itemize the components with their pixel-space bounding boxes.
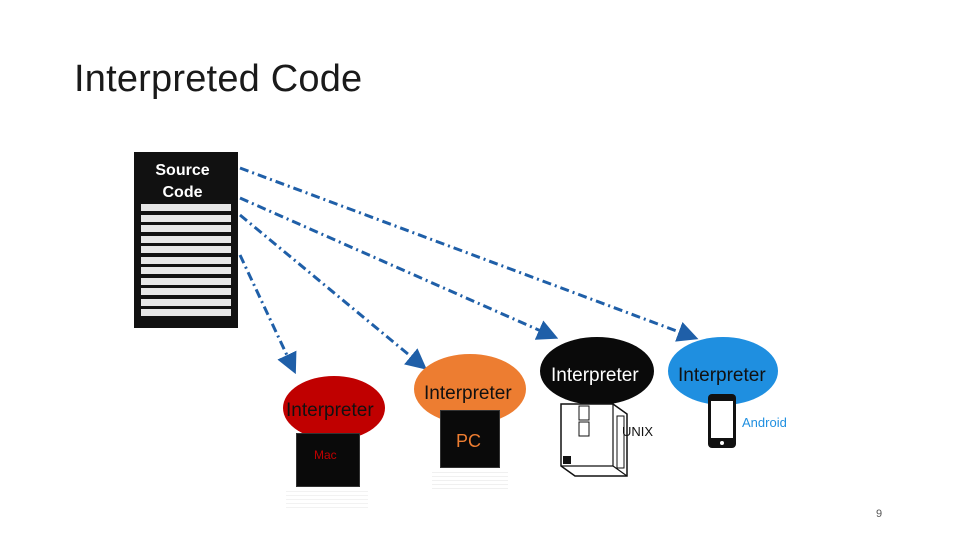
source-code-line xyxy=(141,235,231,243)
arrow-to-mac xyxy=(238,254,297,375)
arrow-to-unix xyxy=(239,196,559,340)
source-code-line xyxy=(141,298,231,306)
mac-monitor xyxy=(296,433,360,487)
arrow-to-android xyxy=(239,166,699,342)
interpreter-label-android: Interpreter xyxy=(678,365,766,386)
platform-label-mac: Mac xyxy=(314,448,337,462)
interpreter-bubble-unix xyxy=(540,337,654,405)
platform-label-pc: PC xyxy=(456,431,482,451)
interpreter-label-pc: Interpreter xyxy=(424,383,512,404)
platform-label-unix: UNIX xyxy=(622,424,654,439)
interpreter-bubble-android xyxy=(668,337,778,405)
source-code-line xyxy=(141,267,231,274)
interpreter-label-unix: Interpreter xyxy=(551,365,639,386)
pc-keyboard xyxy=(432,472,508,492)
source-code-line xyxy=(141,309,231,316)
source-code-line xyxy=(141,204,231,211)
page-number: 9 xyxy=(876,508,883,520)
interpreter-label-mac: Interpreter xyxy=(286,400,374,421)
slide-title: Interpreted Code xyxy=(74,58,363,100)
unix-server-icon xyxy=(560,403,628,477)
arrow-to-pc xyxy=(239,213,427,370)
source-code-line xyxy=(141,246,231,253)
pc-monitor xyxy=(440,410,500,468)
source-code-label: Source Code xyxy=(155,162,210,201)
source-code-line xyxy=(141,214,231,222)
source-code-line xyxy=(141,225,231,232)
source-code-line xyxy=(141,288,231,295)
mac-stand xyxy=(286,491,368,511)
interpreter-bubble-mac xyxy=(283,376,385,440)
smartphone-icon xyxy=(708,394,736,448)
platform-label-android: Android xyxy=(742,415,787,430)
source-code-line xyxy=(141,256,231,264)
source-code-line xyxy=(141,277,231,285)
